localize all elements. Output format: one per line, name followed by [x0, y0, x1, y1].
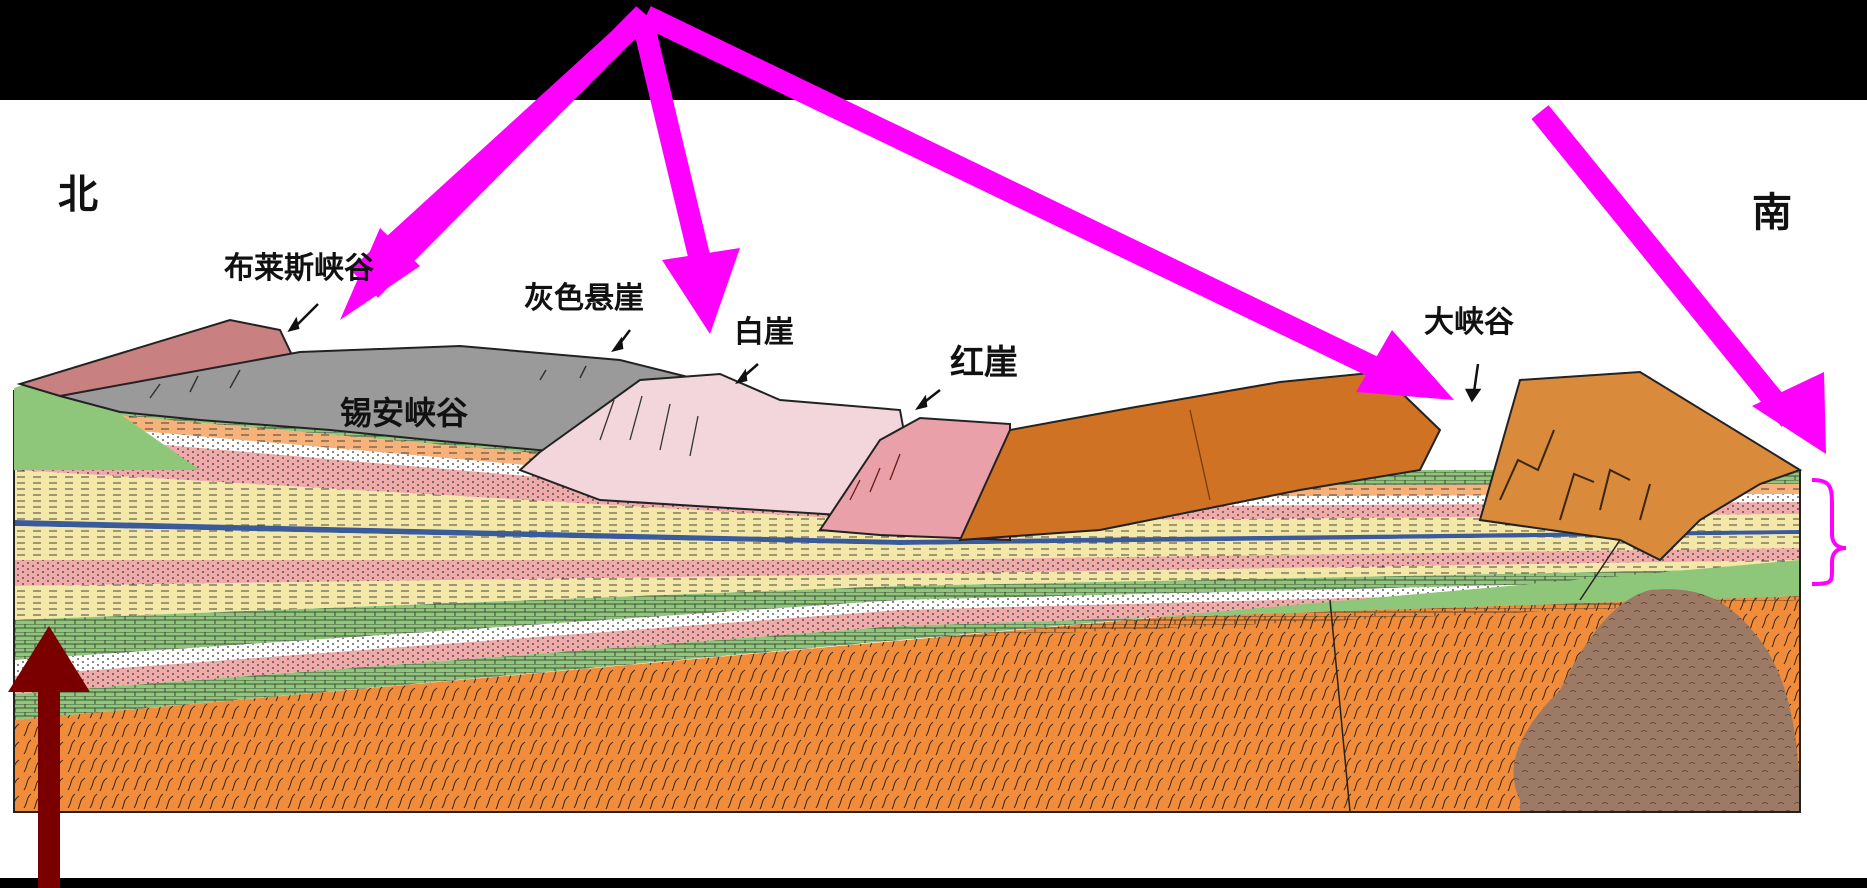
label-vermilion-cliffs: 红崖 [950, 343, 1018, 383]
top-band [0, 0, 1867, 100]
label-north: 北 [58, 172, 98, 218]
label-white-cliffs: 白崖 [734, 315, 794, 350]
bottom-band [0, 878, 1867, 888]
label-grand-canyon: 大峡谷 [1424, 305, 1514, 340]
label-bryce-canyon: 布莱斯峡谷 [224, 251, 374, 286]
label-south: 南 [1752, 190, 1792, 236]
label-zion-canyon: 锡安峡谷 [340, 394, 468, 432]
label-grey-cliffs: 灰色悬崖 [524, 281, 644, 316]
